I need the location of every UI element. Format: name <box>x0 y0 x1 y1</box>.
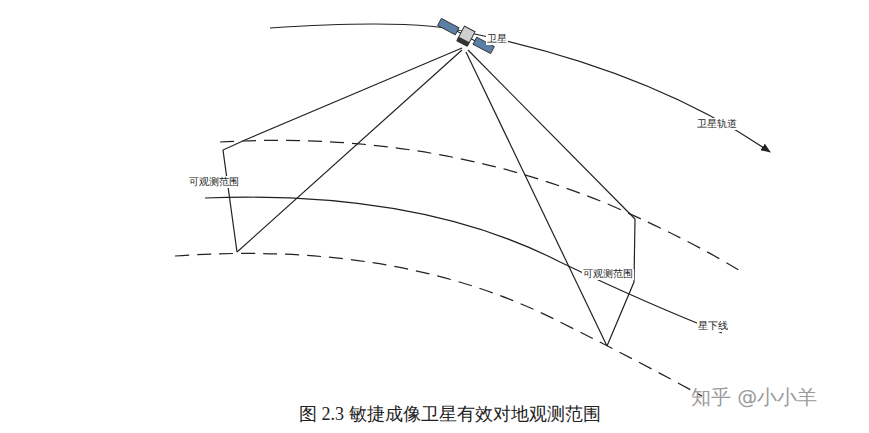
range-bracket <box>223 140 245 252</box>
range-label: 可观测范围 <box>188 176 240 188</box>
observable-boundary <box>175 253 702 396</box>
view-line <box>466 52 607 346</box>
observable-boundary <box>220 140 742 272</box>
range-label: 可观测范围 <box>582 269 634 280</box>
figure-caption: 图 2.3 敏捷成像卫星有效对地观测范围 <box>298 404 602 425</box>
range-bracket <box>607 219 635 346</box>
view-line <box>245 48 462 140</box>
satellite-label: 卫星 <box>486 33 508 45</box>
orbit-label: 卫星轨道 <box>696 118 738 130</box>
ground-track-label: 星下线 <box>697 320 729 332</box>
satellite-orbit <box>270 24 770 152</box>
ground-track <box>205 197 722 333</box>
view-line <box>468 50 635 219</box>
watermark: 知乎 @小小羊 <box>690 386 818 409</box>
view-line <box>237 50 462 252</box>
